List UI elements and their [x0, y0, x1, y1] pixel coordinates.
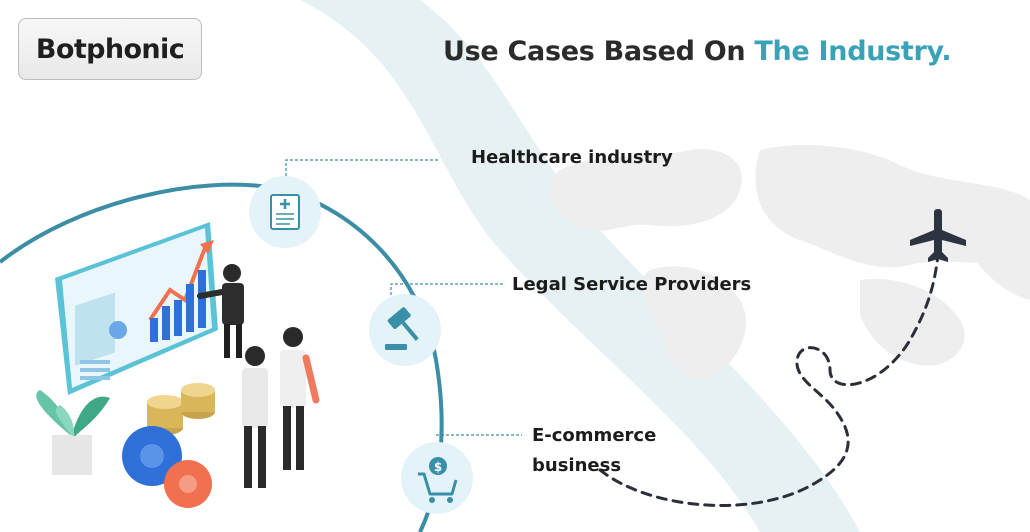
plant-illustration	[36, 390, 110, 475]
flight-path-dashed	[598, 253, 940, 507]
use-case-healthcare-label: Healthcare industry	[471, 147, 673, 168]
gear-illustration	[122, 426, 212, 508]
timeline-arc	[0, 182, 444, 532]
brand-logo: Botphonic	[18, 18, 202, 80]
coin-stack-illustration	[147, 383, 215, 435]
page-title-prefix: Use Cases Based On	[443, 36, 755, 67]
brand-name: Botphonic	[35, 33, 185, 65]
connector-lines	[285, 159, 522, 436]
gavel-icon	[369, 294, 441, 366]
world-map	[549, 145, 1030, 380]
medical-clipboard-icon	[249, 176, 321, 248]
page-title-accent: The Industry.	[754, 36, 952, 67]
svg-text:$: $	[434, 460, 442, 474]
background-swoosh	[300, 0, 860, 532]
use-case-ecommerce-label: E-commerce business	[532, 425, 657, 476]
airplane-icon	[910, 209, 966, 262]
people-illustration	[197, 264, 320, 488]
page-title: Use Cases Based On The Industry.	[443, 36, 952, 67]
use-case-legal-label: Legal Service Providers	[512, 274, 752, 295]
dashboard-illustration	[55, 222, 218, 395]
shopping-cart-dollar-icon: $	[401, 442, 473, 514]
